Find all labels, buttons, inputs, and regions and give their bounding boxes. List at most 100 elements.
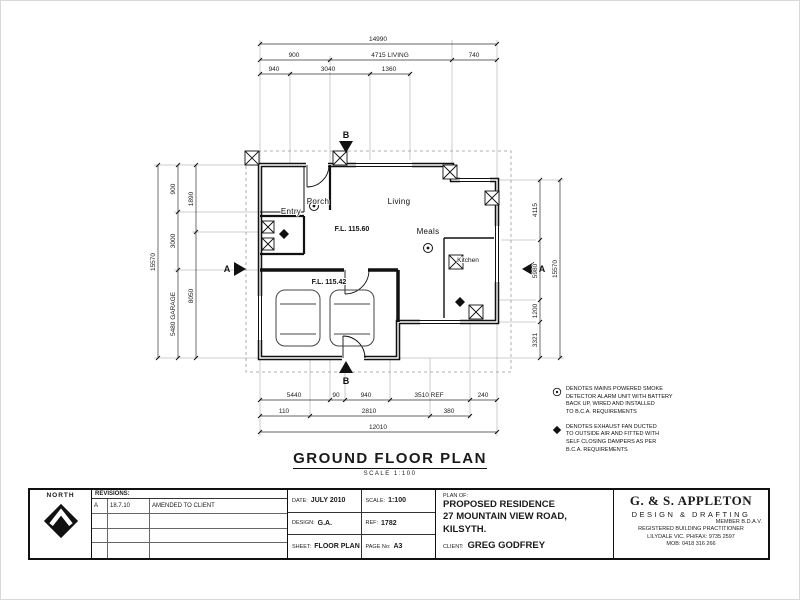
- room-label-porch: Porch: [307, 197, 329, 206]
- floor-level-living: F.L. 115.60: [335, 226, 370, 233]
- company-cell: G. & S. APPLETON DESIGN & DRAFTING MEMBE…: [614, 490, 768, 558]
- date-value: JULY 2010: [310, 497, 346, 505]
- info-row: DESIGN: G.A. REF: 1782: [288, 512, 435, 536]
- dim-bottom2-2: 380: [444, 408, 455, 415]
- north-arrow-icon: [43, 503, 78, 539]
- dim-left-overall: 15570: [150, 253, 157, 271]
- sheet-label: SHEET:: [292, 543, 312, 550]
- dim-top2-1: 4715 LIVING: [371, 52, 409, 59]
- room-label-living: Living: [388, 197, 411, 206]
- pier-markers: [244, 150, 500, 320]
- date-label: DATE:: [292, 497, 308, 504]
- windows: [255, 160, 502, 340]
- revisions-header: REVISIONS:: [92, 490, 287, 499]
- dim-top2-2: 740: [469, 52, 480, 59]
- dim-top3-2: 1360: [382, 66, 397, 73]
- revision-row: A 18.7.10 AMENDED TO CLIENT: [92, 499, 287, 514]
- note-line: BACK UP, WIRED AND INSTALLED: [566, 401, 655, 408]
- north-cell: NORTH: [30, 490, 92, 558]
- company-name: G. & S. APPLETON: [629, 493, 753, 508]
- design-value: G.A.: [317, 519, 333, 527]
- info-page: PAGE No: A3: [362, 535, 436, 558]
- section-a-right: A: [539, 264, 546, 274]
- scale-value: 1:100: [388, 497, 406, 505]
- project-line-3: KILSYTH.: [443, 523, 487, 535]
- info-design: DESIGN: G.A.: [288, 512, 362, 535]
- revisions-table: A 18.7.10 AMENDED TO CLIENT: [92, 499, 287, 558]
- dim-bottom1-3: 3510 REF: [414, 392, 443, 399]
- dim-top2-0: 900: [289, 52, 300, 59]
- plan-notes: DENOTES MAINS POWERED SMOKE DETECTOR ALA…: [552, 386, 757, 462]
- page-label: PAGE No:: [365, 543, 391, 550]
- info-date: DATE: JULY 2010: [288, 490, 362, 512]
- client-name: GREG GODFREY: [467, 540, 546, 552]
- exhaust-fan-symbols: [279, 229, 465, 307]
- section-b-bottom: B: [343, 376, 350, 386]
- revisions-cell: REVISIONS: A 18.7.10 AMENDED TO CLIENT: [92, 490, 288, 558]
- page-value: A3: [393, 543, 403, 551]
- drawing-title: GROUND FLOOR PLAN: [293, 450, 487, 469]
- dim-bottom1-4: 240: [478, 392, 489, 399]
- project-line-2: 27 MOUNTAIN VIEW ROAD,: [443, 511, 567, 523]
- room-label-entry: Entry: [281, 207, 301, 216]
- company-member: MEMBER B.D.A.V.: [715, 519, 762, 525]
- info-row: DATE: JULY 2010 SCALE: 1:100: [288, 490, 435, 513]
- note-line: DETECTOR ALARM UNIT WITH BATTERY: [566, 393, 673, 400]
- sheet-value: FLOOR PLAN: [314, 543, 360, 551]
- dim-left2-0: 900: [170, 183, 177, 194]
- dim-right2-3: 3321: [532, 332, 539, 347]
- note-smoke-detector-text: DENOTES MAINS POWERED SMOKE DETECTOR ALA…: [566, 386, 673, 417]
- room-label-kitchen: Kitchen: [457, 257, 479, 264]
- info-scale: SCALE: 1:100: [362, 490, 436, 512]
- dim-bottom-overall: 12010: [369, 424, 387, 431]
- north-label: NORTH: [46, 492, 75, 499]
- revision-row-empty: [92, 528, 287, 544]
- dimension-lines: [157, 43, 561, 433]
- ref-label: REF:: [365, 520, 379, 527]
- info-row: SHEET: FLOOR PLAN PAGE No: A3: [288, 535, 435, 558]
- dim-right-overall: 15570: [552, 260, 559, 278]
- dim-top3-1: 3040: [321, 66, 336, 73]
- dim-bottom1-0: 5440: [287, 392, 302, 399]
- info-cell: DATE: JULY 2010 SCALE: 1:100 DESIGN: G.A…: [288, 490, 436, 558]
- plan-of-label: PLAN OF:: [443, 493, 469, 499]
- exhaust-fan-icon: [552, 425, 562, 434]
- note-line: SELF CLOSING DAMPERS AS PER: [566, 439, 657, 446]
- dim-top-overall: 14990: [369, 36, 387, 43]
- note-line: DENOTES EXHAUST FAN DUCTED: [566, 423, 657, 430]
- note-smoke-detector: DENOTES MAINS POWERED SMOKE DETECTOR ALA…: [552, 386, 757, 417]
- room-label-meals: Meals: [417, 227, 440, 236]
- company-line-2: LILYDALE VIC. PH/FAX: 9735 2597: [647, 533, 735, 540]
- drawing-title-group: GROUND FLOOR PLAN SCALE 1:100: [270, 450, 510, 477]
- note-line: TO OUTSIDE AIR AND FITTED WITH: [566, 431, 660, 438]
- note-line: TO B.C.A. REQUIREMENTS: [566, 409, 637, 416]
- dim-bottom2-0: 110: [279, 408, 290, 415]
- floor-plan-drawing: B B A A Porch Entry Living Meals Kitchen…: [149, 35, 564, 436]
- note-line: DENOTES MAINS POWERED SMOKE: [566, 386, 663, 392]
- note-line: B.C.A. REQUIREMENTS: [566, 446, 628, 453]
- revision-description: AMENDED TO CLIENT: [152, 502, 215, 509]
- revision-letter: A: [92, 499, 108, 513]
- floor-level-garage: F.L. 115.42: [312, 279, 347, 286]
- dim-bottom1-1: 90: [332, 392, 340, 399]
- garage-cars: [275, 289, 375, 347]
- revision-row-empty: [92, 543, 287, 558]
- section-markers: B B A A: [224, 130, 546, 386]
- eaves-outline: [245, 150, 512, 373]
- company-line-3: MOB: 0418 316 266: [666, 541, 716, 548]
- dim-right2-0: 4115: [532, 203, 539, 217]
- ref-value: 1782: [381, 519, 397, 527]
- smoke-detector-icon: [552, 387, 562, 397]
- smoke-detector-symbols: [309, 201, 433, 253]
- note-exhaust-fan-text: DENOTES EXHAUST FAN DUCTED TO OUTSIDE AI…: [566, 424, 659, 455]
- section-a-left: A: [224, 264, 231, 274]
- project-line-1: PROPOSED RESIDENCE: [443, 499, 555, 510]
- scale-label: SCALE:: [365, 497, 386, 504]
- dim-left3-0: 1890: [188, 191, 195, 206]
- project-cell: PLAN OF: PROPOSED RESIDENCE 27 MOUNTAIN …: [436, 490, 614, 558]
- design-label: DESIGN:: [292, 520, 315, 527]
- dim-left3-1: 8050: [188, 288, 195, 303]
- dim-top3-0: 940: [269, 66, 280, 73]
- revision-row-empty: [92, 513, 287, 529]
